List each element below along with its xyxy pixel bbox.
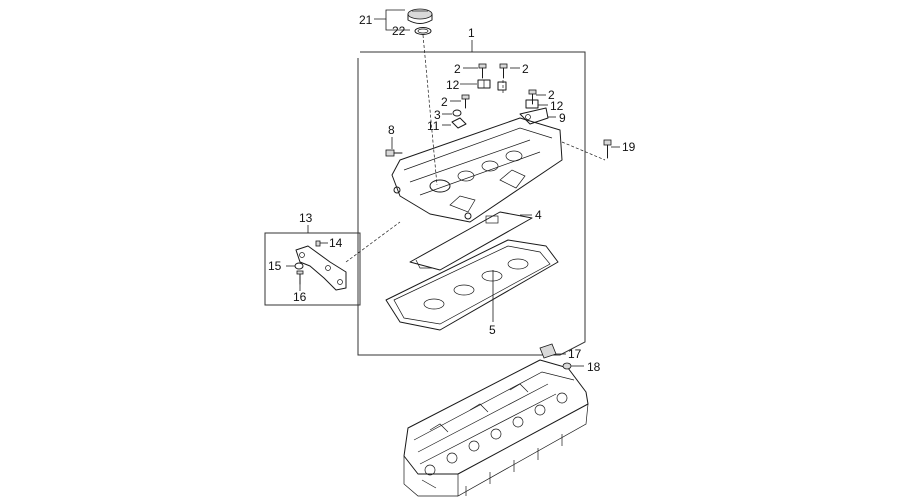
washer-3 xyxy=(452,109,462,117)
clip-bracket xyxy=(497,81,507,91)
filler-cap-seal xyxy=(414,27,432,35)
cover-gasket xyxy=(385,239,559,331)
nut-15 xyxy=(294,262,304,270)
callout-14: 14 xyxy=(329,236,343,250)
bolt-2-c xyxy=(461,94,470,109)
callout-13: 13 xyxy=(299,211,313,225)
bolt-2-b xyxy=(499,63,508,79)
cylinder-head-cover xyxy=(391,117,563,223)
callout-21: 21 xyxy=(359,13,373,27)
bracket-assembly-13 xyxy=(295,245,347,291)
callout-15: 15 xyxy=(268,259,282,273)
clip-12-a xyxy=(477,79,491,89)
callout-11: 11 xyxy=(427,119,440,133)
bolt-2-d xyxy=(528,89,537,105)
bolt-16 xyxy=(296,270,304,285)
plug-18 xyxy=(562,362,572,370)
leader-lines xyxy=(286,9,620,367)
callout-1: 1 xyxy=(468,26,475,40)
callout-2-b: 2 xyxy=(522,62,529,76)
callout-2-d: 2 xyxy=(441,95,448,109)
callout-8: 8 xyxy=(388,123,395,137)
callout-2-c: 2 xyxy=(548,88,555,102)
oil-filler-cap xyxy=(407,8,433,24)
callout-18: 18 xyxy=(587,360,601,374)
callout-2-a: 2 xyxy=(454,62,461,76)
callout-9: 9 xyxy=(559,111,566,125)
bolt-2-a xyxy=(478,63,487,79)
cylinder-head xyxy=(403,359,589,497)
callout-3: 3 xyxy=(434,108,441,122)
callout-22: 22 xyxy=(392,24,406,38)
baffle-plate xyxy=(409,211,533,271)
callout-12-a: 12 xyxy=(446,78,460,92)
assembly-frame-13 xyxy=(264,232,361,306)
callout-4: 4 xyxy=(535,208,542,222)
clip-11 xyxy=(451,117,467,129)
sensor-8 xyxy=(385,149,403,157)
callout-17: 17 xyxy=(568,347,582,361)
callout-12-b: 12 xyxy=(550,99,564,113)
callout-19: 19 xyxy=(622,140,636,154)
clip-12-b xyxy=(525,99,539,109)
callout-16: 16 xyxy=(293,290,307,304)
bolt-19 xyxy=(603,139,612,159)
pin-14 xyxy=(315,240,321,247)
bracket-9 xyxy=(519,107,549,125)
cam-cap-17 xyxy=(539,343,557,359)
callout-5: 5 xyxy=(489,323,496,337)
